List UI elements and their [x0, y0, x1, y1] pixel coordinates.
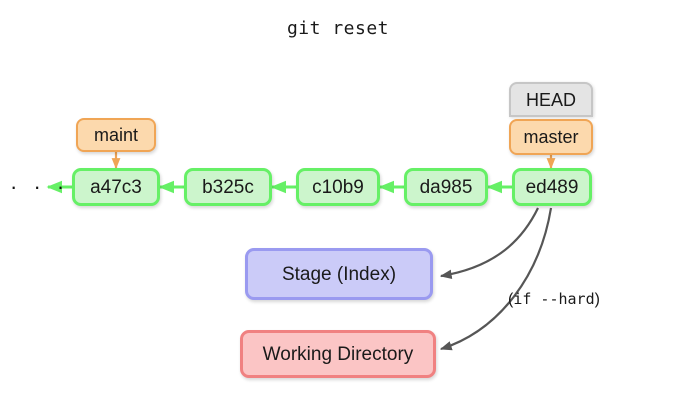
head-label: HEAD [525, 89, 576, 110]
commit-label: da985 [419, 176, 473, 198]
branch-label-maint[interactable]: maint [76, 118, 156, 152]
hard-flag-close-paren: ) [594, 291, 600, 308]
branch-name: master [523, 127, 579, 147]
commit-node-b325c[interactable]: b325c [184, 168, 272, 206]
commit-node-ed489[interactable]: ed489 [512, 168, 592, 206]
commit-node-c10b9[interactable]: c10b9 [296, 168, 380, 206]
branch-label-master[interactable]: master [509, 119, 593, 155]
commit-label: ed489 [525, 176, 579, 198]
stage-index-label: Stage (Index) [281, 263, 397, 285]
commit-node-a47c3[interactable]: a47c3 [72, 168, 160, 206]
hard-flag-open-paren: ( [508, 291, 514, 308]
commit-label: c10b9 [312, 176, 364, 198]
commit-label: a47c3 [90, 176, 142, 198]
commit-node-da985[interactable]: da985 [404, 168, 488, 206]
working-directory-label: Working Directory [262, 343, 414, 365]
head-pointer-box[interactable]: HEAD [509, 82, 593, 117]
diagram-title: git reset [286, 18, 390, 39]
arrow-ed489-to-stage [439, 207, 539, 279]
branch-name: maint [93, 125, 138, 145]
arrow-ed489-to-working-directory [439, 207, 553, 351]
hard-flag-annotation: (if --hard) [508, 290, 600, 309]
history-ellipsis: · · · [10, 174, 70, 199]
hard-flag-text: if --hard [513, 290, 595, 308]
commit-label: b325c [202, 176, 254, 198]
branch-pointer-arrows [111, 152, 556, 170]
working-directory-box[interactable]: Working Directory [240, 330, 436, 378]
stage-index-box[interactable]: Stage (Index) [245, 248, 433, 300]
reset-effect-arrows [439, 207, 553, 351]
